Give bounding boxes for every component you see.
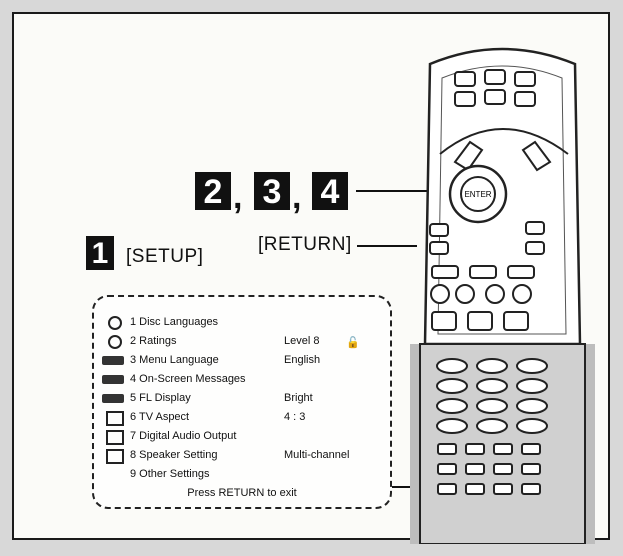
return-callout: [RETURN]	[258, 234, 352, 255]
menu-row-4[interactable]: 4 On-Screen Messages	[94, 372, 390, 390]
setup-menu-panel: 1 Disc Languages 2 Ratings Level 8 🔓 3 M…	[92, 295, 392, 509]
leader-line-menu	[380, 486, 430, 488]
disc-icon	[108, 316, 122, 330]
bar-icon	[102, 375, 124, 384]
tv-icon	[106, 411, 124, 426]
menu-item-label: 8 Speaker Setting	[130, 449, 218, 461]
step-4-badge: 4	[312, 172, 348, 211]
menu-footer-hint: Press RETURN to exit	[187, 487, 297, 499]
bar-icon	[102, 394, 124, 403]
remote-control: ENTER	[410, 44, 595, 545]
remote-control-drawing: ENTER	[410, 47, 595, 545]
bar-icon	[102, 356, 124, 365]
speaker-icon	[106, 449, 124, 464]
menu-item-value: Level 8	[284, 335, 320, 347]
lock-icon: 🔓	[346, 337, 360, 349]
comma: ,	[233, 178, 243, 216]
setup-callout: [SETUP]	[126, 246, 204, 267]
menu-row-3[interactable]: 3 Menu Language English	[94, 353, 390, 371]
menu-row-5[interactable]: 5 FL Display Bright	[94, 391, 390, 409]
menu-row-2[interactable]: 2 Ratings Level 8 🔓	[94, 334, 390, 352]
menu-item-label: 7 Digital Audio Output	[130, 430, 237, 442]
leader-line-steps	[356, 190, 456, 192]
menu-row-6[interactable]: 6 TV Aspect 4 : 3	[94, 410, 390, 428]
step-2-badge: 2	[195, 172, 231, 211]
menu-row-7[interactable]: 7 Digital Audio Output	[94, 429, 390, 447]
instruction-frame: 2 , 3 , 4 1 [SETUP] [RETURN] 1 Disc Lang…	[12, 12, 610, 545]
menu-item-label: 6 TV Aspect	[130, 411, 190, 423]
menu-item-label: 2 Ratings	[130, 335, 177, 347]
menu-item-value: Bright	[284, 392, 313, 404]
tv-icon	[106, 430, 124, 445]
menu-item-label: 4 On-Screen Messages	[130, 373, 246, 385]
enter-label: ENTER	[464, 190, 491, 199]
menu-item-label: 9 Other Settings	[130, 468, 210, 480]
menu-item-value: 4 : 3	[284, 411, 306, 423]
menu-item-value: Multi-channel	[284, 449, 350, 461]
menu-row-9[interactable]: 9 Other Settings	[94, 467, 390, 485]
menu-row-1[interactable]: 1 Disc Languages	[94, 315, 390, 333]
step-1-badge: 1	[86, 236, 114, 270]
comma: ,	[292, 178, 302, 216]
menu-item-label: 5 FL Display	[130, 392, 191, 404]
menu-item-value: English	[284, 354, 321, 366]
step-3-badge: 3	[254, 172, 290, 211]
leader-line-return	[357, 245, 417, 247]
disc-icon	[108, 335, 122, 349]
menu-row-8[interactable]: 8 Speaker Setting Multi-channel	[94, 448, 390, 466]
menu-item-label: 1 Disc Languages	[130, 316, 219, 328]
menu-item-label: 3 Menu Language	[130, 354, 219, 366]
